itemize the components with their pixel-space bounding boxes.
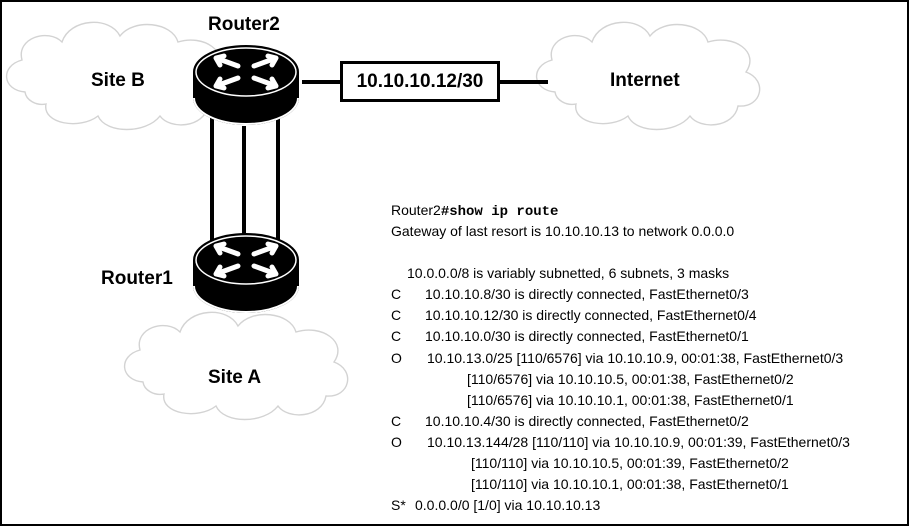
route-entry: C 10.10.10.8/30 is directly connected, F… bbox=[391, 284, 909, 304]
route-code: C bbox=[391, 328, 402, 344]
summary-line: 10.0.0.0/8 is variably subnetted, 6 subn… bbox=[407, 265, 730, 281]
route-text: 10.10.10.8/30 is directly connected, Fas… bbox=[425, 286, 749, 302]
route-text: 10.10.13.144/28 [110/110] via 10.10.10.9… bbox=[427, 434, 850, 450]
route-entry: O 10.10.13.0/25 [110/6576] via 10.10.10.… bbox=[391, 348, 909, 368]
route-text: [110/6576] via 10.10.10.1, 00:01:38, Fas… bbox=[467, 392, 794, 408]
internet-label: Internet bbox=[610, 70, 680, 91]
route-code: C bbox=[391, 286, 402, 302]
router1-icon bbox=[194, 234, 298, 312]
cli-command-line: Router2#show ip route bbox=[391, 200, 558, 220]
route-code: S* bbox=[391, 497, 406, 513]
route-entry: C 10.10.10.4/30 is directly connected, F… bbox=[391, 411, 909, 431]
router1-label: Router1 bbox=[101, 268, 173, 289]
route-code: O bbox=[391, 350, 402, 366]
site-a-cloud bbox=[123, 311, 349, 421]
route-code: O bbox=[391, 434, 402, 450]
route-entry: [110/110] via 10.10.10.5, 00:01:39, Fast… bbox=[391, 453, 909, 473]
route-text: [110/110] via 10.10.10.1, 00:01:38, Fast… bbox=[471, 476, 789, 492]
site-a-label: Site A bbox=[208, 367, 262, 388]
link-subnet-box: 10.10.10.12/30 bbox=[340, 61, 500, 102]
router2-label: Router2 bbox=[208, 14, 280, 35]
route-entry: C 10.10.10.12/30 is directly connected, … bbox=[391, 305, 909, 325]
link-subnet-label: 10.10.10.12/30 bbox=[356, 70, 484, 92]
gateway-line: Gateway of last resort is 10.10.10.13 to… bbox=[391, 223, 735, 239]
route-entry: C 10.10.10.0/30 is directly connected, F… bbox=[391, 326, 909, 346]
route-text: 10.10.10.0/30 is directly connected, Fas… bbox=[425, 328, 749, 344]
cli-prompt: Router2 bbox=[391, 202, 441, 218]
router2-icon bbox=[194, 46, 298, 124]
route-entry: O 10.10.13.144/28 [110/110] via 10.10.10… bbox=[391, 432, 909, 452]
route-text: 10.10.13.0/25 [110/6576] via 10.10.10.9,… bbox=[427, 350, 844, 366]
route-text: 10.10.10.12/30 is directly connected, Fa… bbox=[425, 307, 757, 323]
route-text: 10.10.10.4/30 is directly connected, Fas… bbox=[425, 413, 749, 429]
route-text: 0.0.0.0/0 [1/0] via 10.10.10.13 bbox=[415, 497, 601, 513]
site-b-label: Site B bbox=[91, 70, 145, 91]
route-entry: [110/6576] via 10.10.10.5, 00:01:38, Fas… bbox=[391, 369, 909, 389]
route-text: [110/110] via 10.10.10.5, 00:01:39, Fast… bbox=[471, 455, 789, 471]
cli-command: #show ip route bbox=[440, 204, 559, 220]
route-entry: [110/110] via 10.10.10.1, 00:01:38, Fast… bbox=[391, 474, 909, 494]
route-text: [110/6576] via 10.10.10.5, 00:01:38, Fas… bbox=[467, 371, 794, 387]
route-entry: S* 0.0.0.0/0 [1/0] via 10.10.10.13 bbox=[391, 495, 909, 515]
route-entry: [110/6576] via 10.10.10.1, 00:01:38, Fas… bbox=[391, 390, 909, 410]
route-code: C bbox=[391, 307, 402, 323]
route-code: C bbox=[391, 413, 402, 429]
